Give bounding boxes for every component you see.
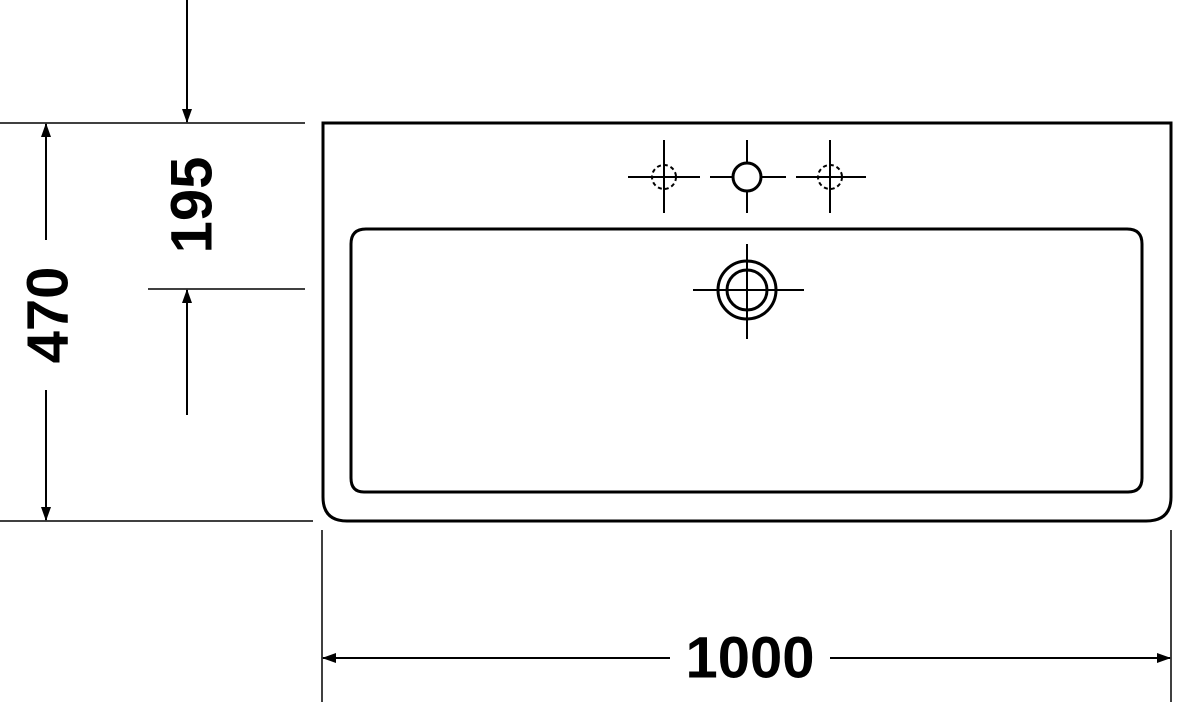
basin-inner-bowl bbox=[349, 227, 1144, 494]
dimension-470: 470 bbox=[16, 123, 81, 521]
dimension-1000: 1000 bbox=[322, 626, 1171, 691]
dimension-195: 195 bbox=[160, 0, 225, 415]
basin-outer-rim bbox=[321, 121, 1173, 523]
drain-outlet bbox=[693, 244, 804, 339]
dimension-label-470: 470 bbox=[16, 267, 81, 364]
basin-outline bbox=[321, 121, 1173, 523]
tap-hole-center bbox=[710, 140, 786, 213]
extension-lines bbox=[0, 122, 1172, 702]
dimension-label-195: 195 bbox=[160, 157, 225, 254]
dimension-label-1000: 1000 bbox=[685, 626, 814, 691]
tap-hole-left bbox=[628, 140, 700, 213]
tap-hole-right bbox=[796, 140, 866, 213]
